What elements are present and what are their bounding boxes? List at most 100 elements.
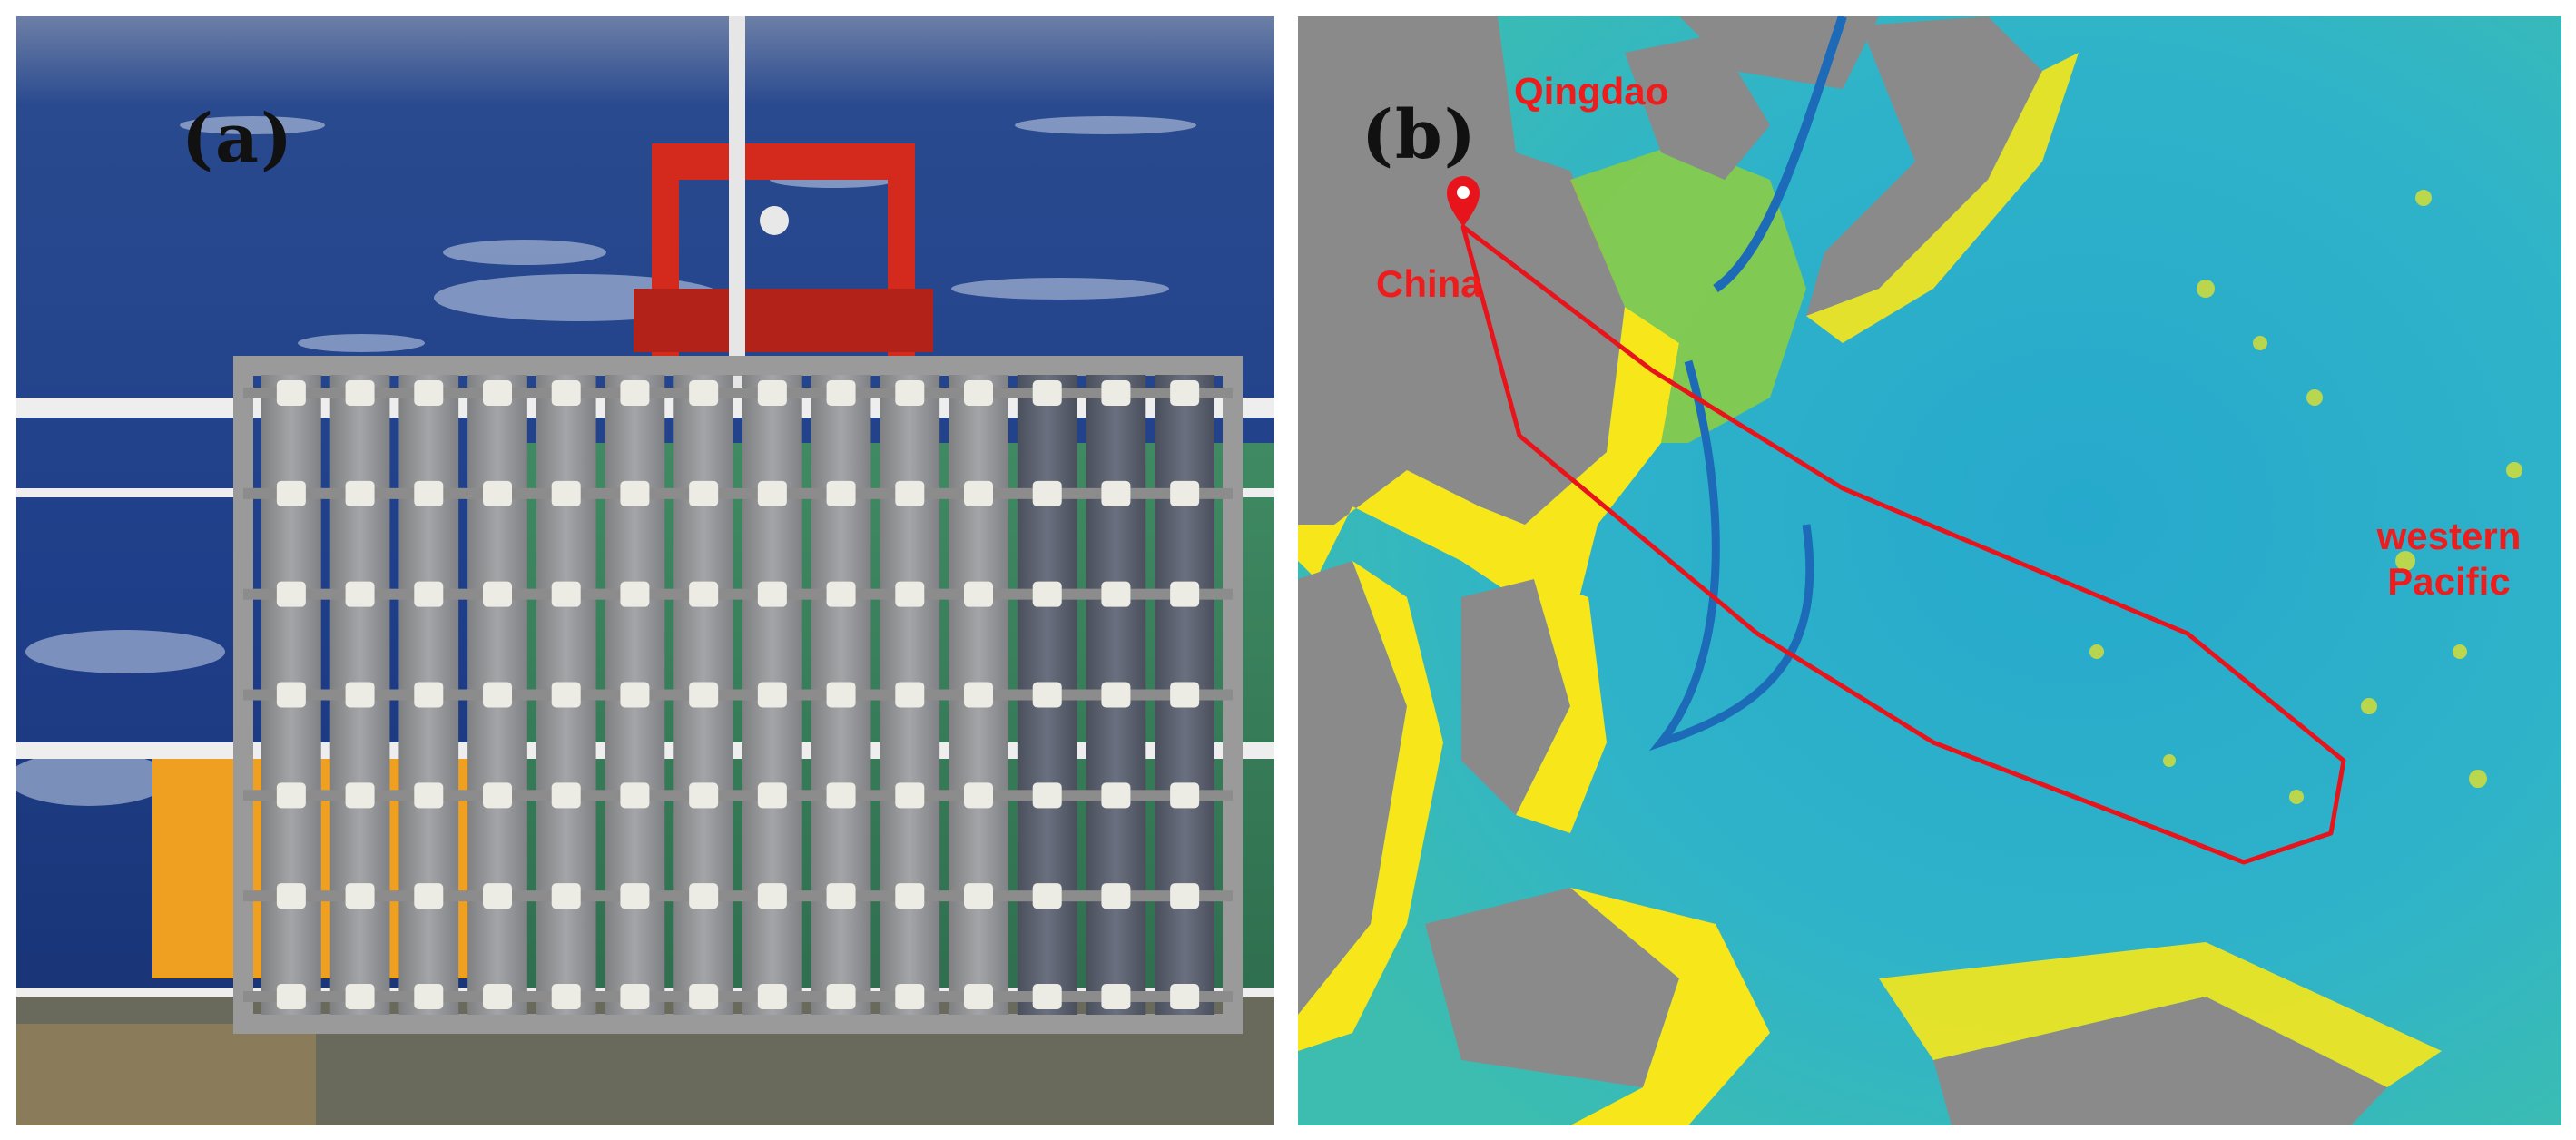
plate-clip bbox=[1032, 581, 1062, 607]
plate-clip bbox=[689, 782, 719, 809]
plate-clip bbox=[483, 984, 512, 1009]
plate-clip bbox=[345, 883, 375, 909]
plate-clip bbox=[414, 883, 444, 909]
coast-philippines bbox=[1516, 579, 1607, 833]
plate-clip bbox=[1170, 782, 1200, 809]
plate-clip bbox=[276, 984, 306, 1009]
plate-clip bbox=[1170, 581, 1200, 607]
plate-clip bbox=[1170, 480, 1200, 506]
map-pin-icon bbox=[1447, 176, 1480, 227]
plate-clip bbox=[757, 984, 787, 1009]
plate-clip bbox=[483, 380, 512, 406]
plate-clip bbox=[1032, 782, 1062, 809]
rack-crossbar bbox=[243, 991, 1233, 1002]
land-china bbox=[1298, 16, 1625, 525]
bathymetry-map bbox=[1298, 16, 2561, 1125]
specimen-rack bbox=[233, 356, 1243, 1034]
plate-clip bbox=[620, 480, 650, 506]
plate-clip bbox=[895, 581, 925, 607]
coast-southwest bbox=[1298, 561, 1443, 1051]
ship-deck-photo bbox=[16, 16, 1274, 1125]
plate-clip bbox=[826, 883, 856, 909]
plate-clip bbox=[964, 883, 993, 909]
plate-clip bbox=[620, 782, 650, 809]
plate-clip bbox=[895, 682, 925, 708]
plate-clip bbox=[483, 883, 512, 909]
plate-clip bbox=[1101, 782, 1131, 809]
plate-clip bbox=[964, 782, 993, 809]
plate-clip bbox=[620, 380, 650, 406]
plate-clip bbox=[757, 581, 787, 607]
label-western: western bbox=[2376, 515, 2522, 557]
rack-crossbar bbox=[243, 388, 1233, 398]
plate-clip bbox=[895, 883, 925, 909]
plate-clip bbox=[1032, 380, 1062, 406]
plate-clip bbox=[483, 581, 512, 607]
plate-clip bbox=[1170, 682, 1200, 708]
plate-clip bbox=[757, 883, 787, 909]
plate-clip bbox=[551, 480, 581, 506]
plate-clip bbox=[826, 682, 856, 708]
plate-clip bbox=[483, 782, 512, 809]
rack-crossbar bbox=[243, 487, 1233, 499]
plate-clip bbox=[1032, 480, 1062, 506]
rack-crossbar bbox=[243, 588, 1233, 600]
panel-a-photo: (a) bbox=[16, 16, 1274, 1125]
plate-clip bbox=[345, 380, 375, 406]
plate-clip bbox=[689, 581, 719, 607]
plate-clip bbox=[964, 581, 993, 607]
label-western-pacific: western Pacific bbox=[2340, 514, 2558, 604]
plate-clip bbox=[826, 380, 856, 406]
coast-indonesia bbox=[1570, 888, 1770, 1125]
label-pacific: Pacific bbox=[2387, 560, 2511, 603]
plate-clip bbox=[620, 682, 650, 708]
plate-clip bbox=[964, 984, 993, 1009]
plate-clip bbox=[276, 480, 306, 506]
mast bbox=[729, 16, 745, 398]
plate-clip bbox=[826, 480, 856, 506]
coast-japan bbox=[1806, 53, 2079, 343]
panel-a-label: (a) bbox=[182, 100, 294, 178]
land-indonesia bbox=[1425, 888, 1679, 1087]
red-crane bbox=[634, 143, 933, 361]
coast-new-guinea bbox=[1879, 942, 2442, 1087]
plate-clip bbox=[1101, 480, 1131, 506]
trench bbox=[1713, 16, 1847, 293]
plate-clip bbox=[414, 480, 444, 506]
plate-clip bbox=[964, 480, 993, 506]
land-new-guinea bbox=[1933, 997, 2387, 1125]
plate-clip bbox=[345, 782, 375, 809]
plate-clip bbox=[689, 984, 719, 1009]
plate-clip bbox=[620, 984, 650, 1009]
plate-clip bbox=[276, 883, 306, 909]
rack-crossbar bbox=[243, 689, 1233, 701]
plate-clip bbox=[345, 984, 375, 1009]
plate-clip bbox=[345, 682, 375, 708]
coast-china bbox=[1298, 152, 1679, 634]
plate-clip bbox=[620, 883, 650, 909]
plate-clip bbox=[757, 782, 787, 809]
land-southwest bbox=[1298, 561, 1407, 1015]
label-china: China bbox=[1376, 262, 1482, 305]
plate-clip bbox=[1101, 581, 1131, 607]
panel-b-map: (b) Qingdao China western Pacific bbox=[1298, 16, 2561, 1125]
crate bbox=[16, 1024, 316, 1125]
plate-clip bbox=[964, 682, 993, 708]
plate-clip bbox=[483, 480, 512, 506]
plate-clip bbox=[964, 380, 993, 406]
plate-clip bbox=[689, 682, 719, 708]
shelf-east-china-sea bbox=[1570, 143, 1806, 443]
plate-clip bbox=[1170, 380, 1200, 406]
plate-clip bbox=[1170, 883, 1200, 909]
plate-clip bbox=[1032, 682, 1062, 708]
plate-clip bbox=[276, 581, 306, 607]
land-philippines bbox=[1461, 579, 1570, 815]
plate-clip bbox=[1170, 984, 1200, 1009]
plate-clip bbox=[826, 581, 856, 607]
plate-clip bbox=[1101, 380, 1131, 406]
plate-clip bbox=[1101, 984, 1131, 1009]
plate-clip bbox=[689, 883, 719, 909]
plate-clip bbox=[1032, 984, 1062, 1009]
plate-clip bbox=[689, 480, 719, 506]
plate-clip bbox=[895, 480, 925, 506]
